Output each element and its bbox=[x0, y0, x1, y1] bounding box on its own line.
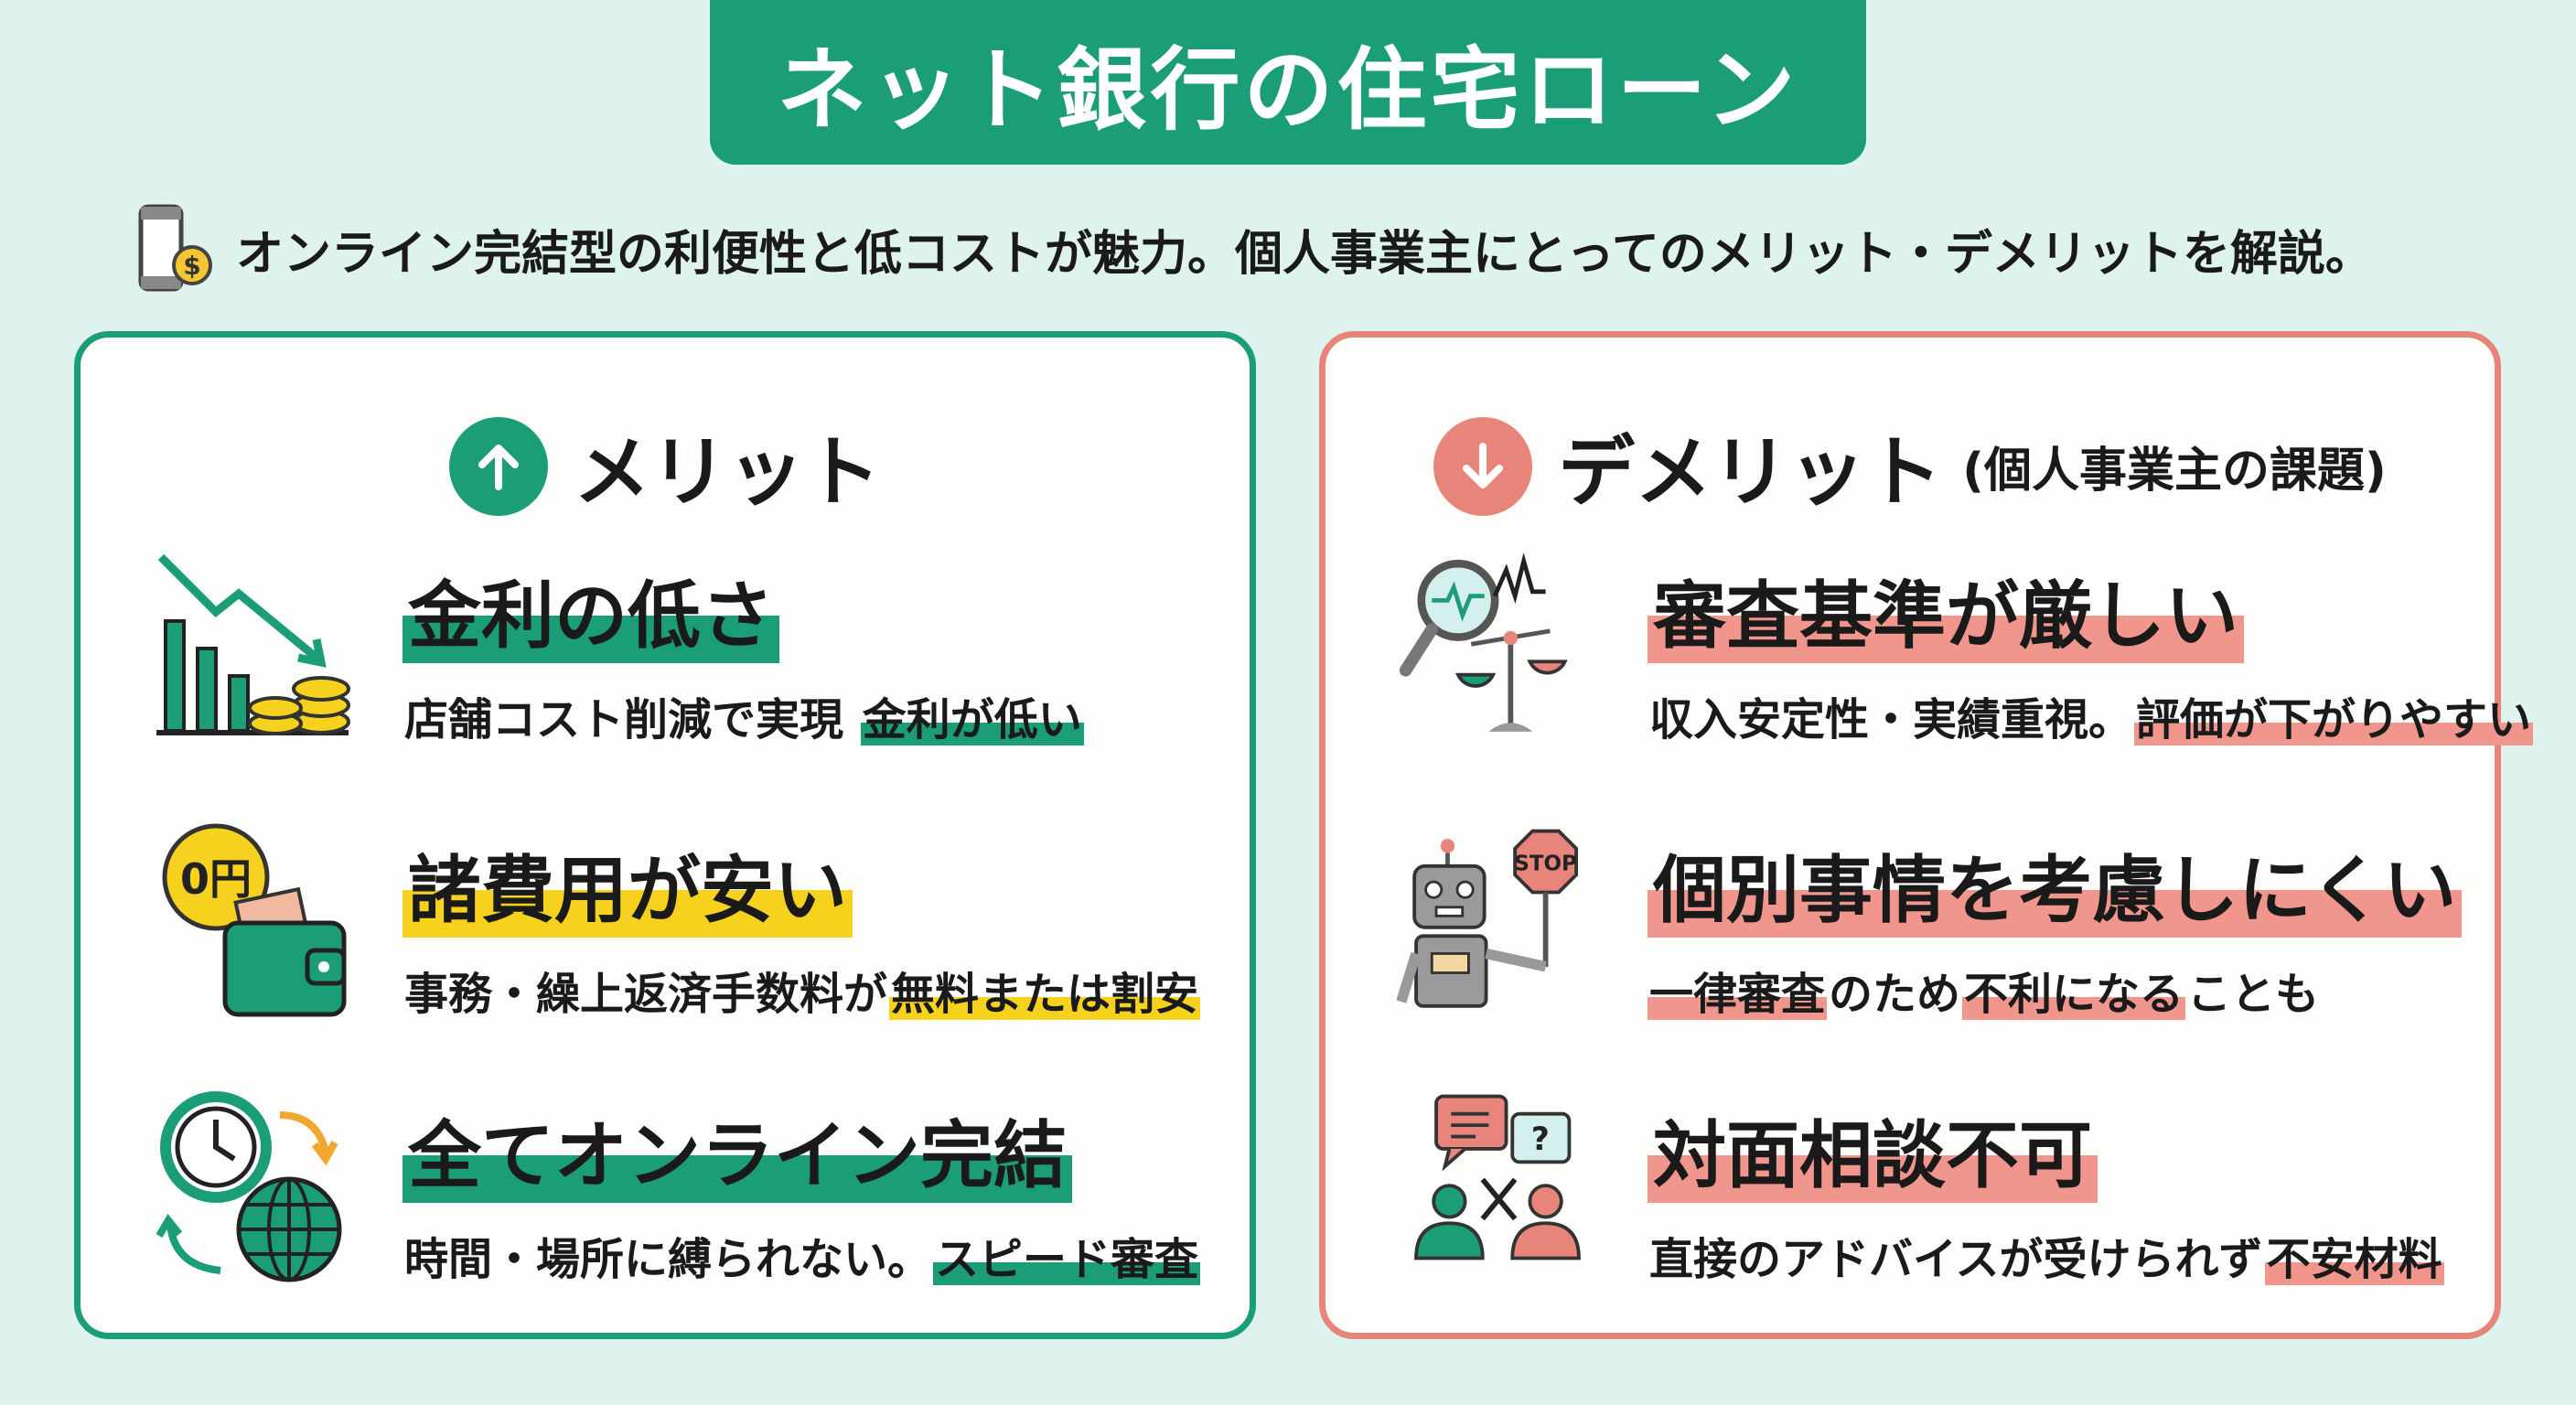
clock-globe-icon bbox=[156, 1091, 342, 1282]
desc-segment: 店舗コスト削減で実現 bbox=[404, 694, 859, 745]
robot-stop-icon: STOP bbox=[1397, 829, 1578, 1008]
merit-title: 諸費用が安い bbox=[402, 831, 853, 938]
arrow-down-icon bbox=[1433, 416, 1533, 516]
desc-highlight: 不安材料 bbox=[2264, 1234, 2444, 1285]
chart-down-coins-icon bbox=[156, 553, 350, 735]
desc-highlight: 金利が低い bbox=[860, 694, 1084, 745]
page-title-banner: ネット銀行の住宅ローン bbox=[710, 0, 1866, 165]
merit-desc: 店舗コスト削減で実現 金利が低い bbox=[402, 683, 1084, 747]
page-title: ネット銀行の住宅ローン bbox=[777, 38, 1799, 143]
desc-highlight: 無料または割安 bbox=[889, 969, 1201, 1020]
demerit-desc: 直接のアドバイスが受けられず不安材料 bbox=[1648, 1223, 2444, 1287]
demerits-panel: デメリット (個人事業主の課題) 審査基準が厳しい 収入安定性・実績重視。評価が… bbox=[1319, 331, 2534, 1339]
subtitle-text: オンライン完結型の利便性と低コストが魅力。個人事業主にとってのメリット・デメリッ… bbox=[236, 226, 2373, 282]
merit-title: 全てオンライン完結 bbox=[402, 1097, 1072, 1203]
magnifier-scale-icon bbox=[1399, 552, 1568, 732]
subtitle: $ オンライン完結型の利便性と低コストが魅力。個人事業主にとってのメリット・デメ… bbox=[135, 203, 2373, 295]
wallet-zero-yen-icon: 0円 bbox=[162, 823, 347, 1017]
merits-panel: メリット 金利の低さ 店舗コスト削減で実現 金利が低い 0円 諸費用が安い 事務… bbox=[74, 331, 1256, 1339]
merit-item: 金利の低さ 店舗コスト削減で実現 金利が低い bbox=[80, 548, 1250, 767]
arrow-up-icon bbox=[448, 416, 548, 516]
demerits-heading-note: (個人事業主の課題) bbox=[1962, 444, 2387, 499]
desc-segment: 時間・場所に縛られない。 bbox=[404, 1234, 932, 1285]
svg-text:?: ? bbox=[1531, 1121, 1550, 1158]
merits-heading: メリット bbox=[80, 411, 1250, 521]
desc-highlight: 不利になる bbox=[1962, 969, 2186, 1020]
demerit-title: 対面相談不可 bbox=[1648, 1097, 2098, 1203]
demerit-item: 審査基準が厳しい 収入安定性・実績重視。評価が下がりやすい bbox=[1326, 548, 2534, 767]
stop-sign-text: STOP bbox=[1514, 853, 1576, 876]
merits-heading-text: メリット bbox=[573, 427, 881, 517]
merit-item: 全てオンライン完結 時間・場所に縛られない。スピード審査 bbox=[80, 1088, 1250, 1307]
demerits-heading-text: デメリット bbox=[1558, 427, 1943, 517]
zero-yen-badge: 0円 bbox=[180, 854, 252, 904]
no-consultation-icon: ? bbox=[1414, 1094, 1581, 1260]
desc-segment: 直接のアドバイスが受けられず bbox=[1649, 1234, 2263, 1285]
demerit-item: STOP 個別事情を考慮しにくい 一律審査のため不利になることも bbox=[1326, 822, 2495, 1042]
smartphone-dollar-icon: $ bbox=[138, 204, 212, 292]
desc-highlight: スピード審査 bbox=[933, 1234, 1201, 1285]
desc-segment: のため bbox=[1829, 969, 1961, 1020]
svg-text:$: $ bbox=[183, 251, 200, 281]
demerit-desc: 一律審査のため不利になることも bbox=[1648, 958, 2462, 1022]
demerit-title: 審査基準が厳しい bbox=[1648, 557, 2244, 663]
demerit-title: 個別事情を考慮しにくい bbox=[1648, 831, 2463, 938]
merit-title: 金利の低さ bbox=[402, 557, 779, 663]
merit-item: 0円 諸費用が安い 事務・繰上返済手数料が無料または割安 bbox=[80, 822, 1250, 1042]
merit-desc: 時間・場所に縛られない。スピード審査 bbox=[402, 1223, 1201, 1287]
desc-segment: 事務・繰上返済手数料が bbox=[404, 969, 888, 1020]
desc-highlight: 評価が下がりやすい bbox=[2134, 694, 2534, 745]
desc-segment: 収入安定性・実績重視。 bbox=[1649, 694, 2133, 745]
desc-segment: ことも bbox=[2187, 969, 2320, 1020]
merit-desc: 事務・繰上返済手数料が無料または割安 bbox=[402, 958, 1201, 1022]
demerit-desc: 収入安定性・実績重視。評価が下がりやすい bbox=[1648, 683, 2534, 747]
demerit-item: ? 対面相談不可 直接のアドバイスが受けられず不安材料 bbox=[1326, 1088, 2495, 1307]
demerits-heading: デメリット (個人事業主の課題) bbox=[1326, 411, 2495, 521]
desc-highlight: 一律審査 bbox=[1648, 969, 1828, 1020]
